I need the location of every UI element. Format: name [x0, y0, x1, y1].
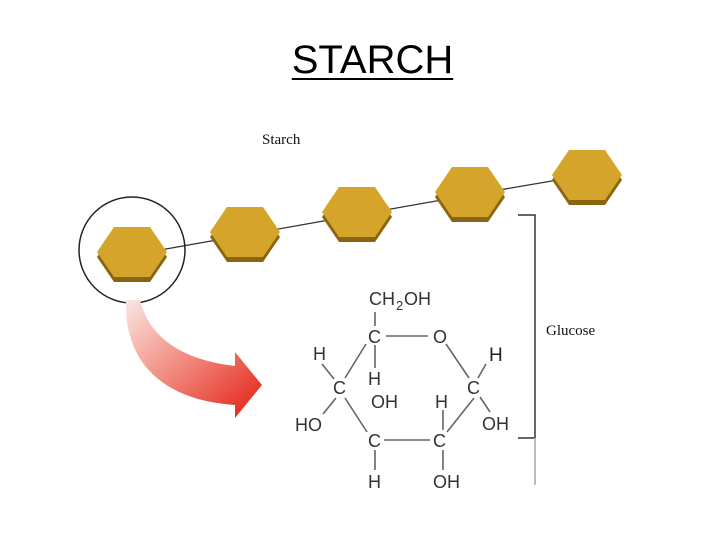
- glucose-label: Glucose: [546, 323, 596, 339]
- atom-ch2oh-subscript: 2: [396, 298, 403, 313]
- glucose-unit-1: [97, 227, 167, 282]
- glucose-bracket: [518, 214, 536, 439]
- atom-h-c1: H: [489, 345, 503, 366]
- atom-oh-c2: OH: [433, 472, 460, 492]
- starch-label: Starch: [262, 132, 301, 148]
- atom-c4: C: [333, 378, 346, 398]
- atom-c3: C: [368, 431, 381, 451]
- glucose-bonds: [321, 312, 491, 470]
- atom-oh-c1: OH: [482, 414, 509, 434]
- glucose-unit-2: [210, 207, 280, 262]
- atom-oh-c3: OH: [371, 392, 398, 412]
- atom-c2: C: [433, 431, 446, 451]
- atom-ch2oh-c: CH: [369, 289, 395, 309]
- atom-ho-c4: HO: [295, 415, 322, 435]
- atom-c1: C: [467, 378, 480, 398]
- atom-ch2oh-oh: OH: [404, 289, 431, 309]
- glucose-unit-4: [435, 167, 505, 222]
- curved-arrow: [125, 300, 262, 418]
- glucose-unit-3: [322, 187, 392, 242]
- glucose-structure: CH 2 OH C O H H C H C OH H HO OH C C H O…: [295, 289, 509, 492]
- atom-c5: C: [368, 327, 381, 347]
- atom-h-c4: H: [313, 344, 326, 364]
- atom-h-c3: H: [368, 472, 381, 492]
- atom-h-c2: H: [435, 392, 448, 412]
- glucose-unit-5: [552, 150, 622, 205]
- page-title: STARCH: [291, 38, 454, 82]
- atom-o-ring: O: [433, 327, 447, 347]
- atom-h-c5: H: [368, 369, 381, 389]
